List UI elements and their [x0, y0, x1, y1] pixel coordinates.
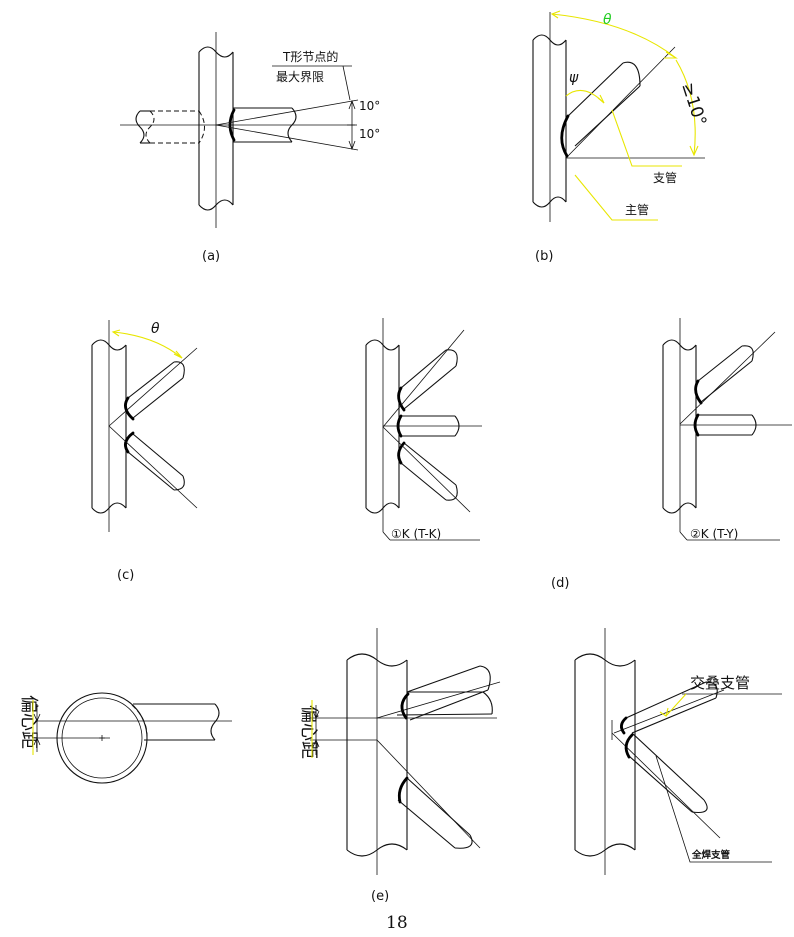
branch-label: 支管 [653, 170, 677, 185]
theta-label-b: θ [603, 12, 612, 28]
caption-e: (e) [371, 889, 389, 904]
eccentricity-label-left: 偏心距 [18, 695, 39, 749]
figure-e-right: 交叠支管 全焊支管 [574, 628, 782, 875]
angle-label-bottom: 10° [359, 127, 380, 141]
figure-e-section: 偏心距 [18, 692, 232, 784]
caption-d: (d) [551, 576, 569, 591]
caption-b: (b) [535, 249, 553, 264]
figure-b: θ ψ ≥10° 支管 主管 (b) [532, 10, 710, 264]
sub-label-d2: ②K (T-Y) [690, 527, 738, 541]
caption-a: (a) [202, 249, 220, 264]
figure-e-mid: 偏心距 [298, 628, 501, 875]
page-number: 18 [386, 913, 408, 933]
figure-c: θ (c) [91, 320, 198, 583]
angle-note-b: ≥10° [677, 80, 710, 128]
full-weld-branch-label: 全焊支管 [691, 849, 731, 861]
psi-label: ψ [569, 70, 579, 86]
sub-label-d1: ①K (T-K) [391, 527, 441, 541]
figure-a: T形节点的 最大界限 10° 10° (a) [120, 32, 380, 264]
t-joint-label-line2: 最大界限 [276, 70, 324, 84]
figure-d-1: ①K (T-K) [365, 318, 482, 541]
caption-c: (c) [117, 568, 134, 583]
chord-label: 主管 [625, 202, 649, 217]
eccentricity-label-mid: 偏心距 [298, 705, 319, 759]
figure-d-2: ②K (T-Y) (d) [551, 318, 792, 591]
overlap-branch-label: 交叠支管 [690, 674, 750, 692]
t-joint-label-line1: T形节点的 [282, 49, 338, 64]
angle-label-top: 10° [359, 99, 380, 113]
theta-label-c: θ [151, 321, 160, 337]
